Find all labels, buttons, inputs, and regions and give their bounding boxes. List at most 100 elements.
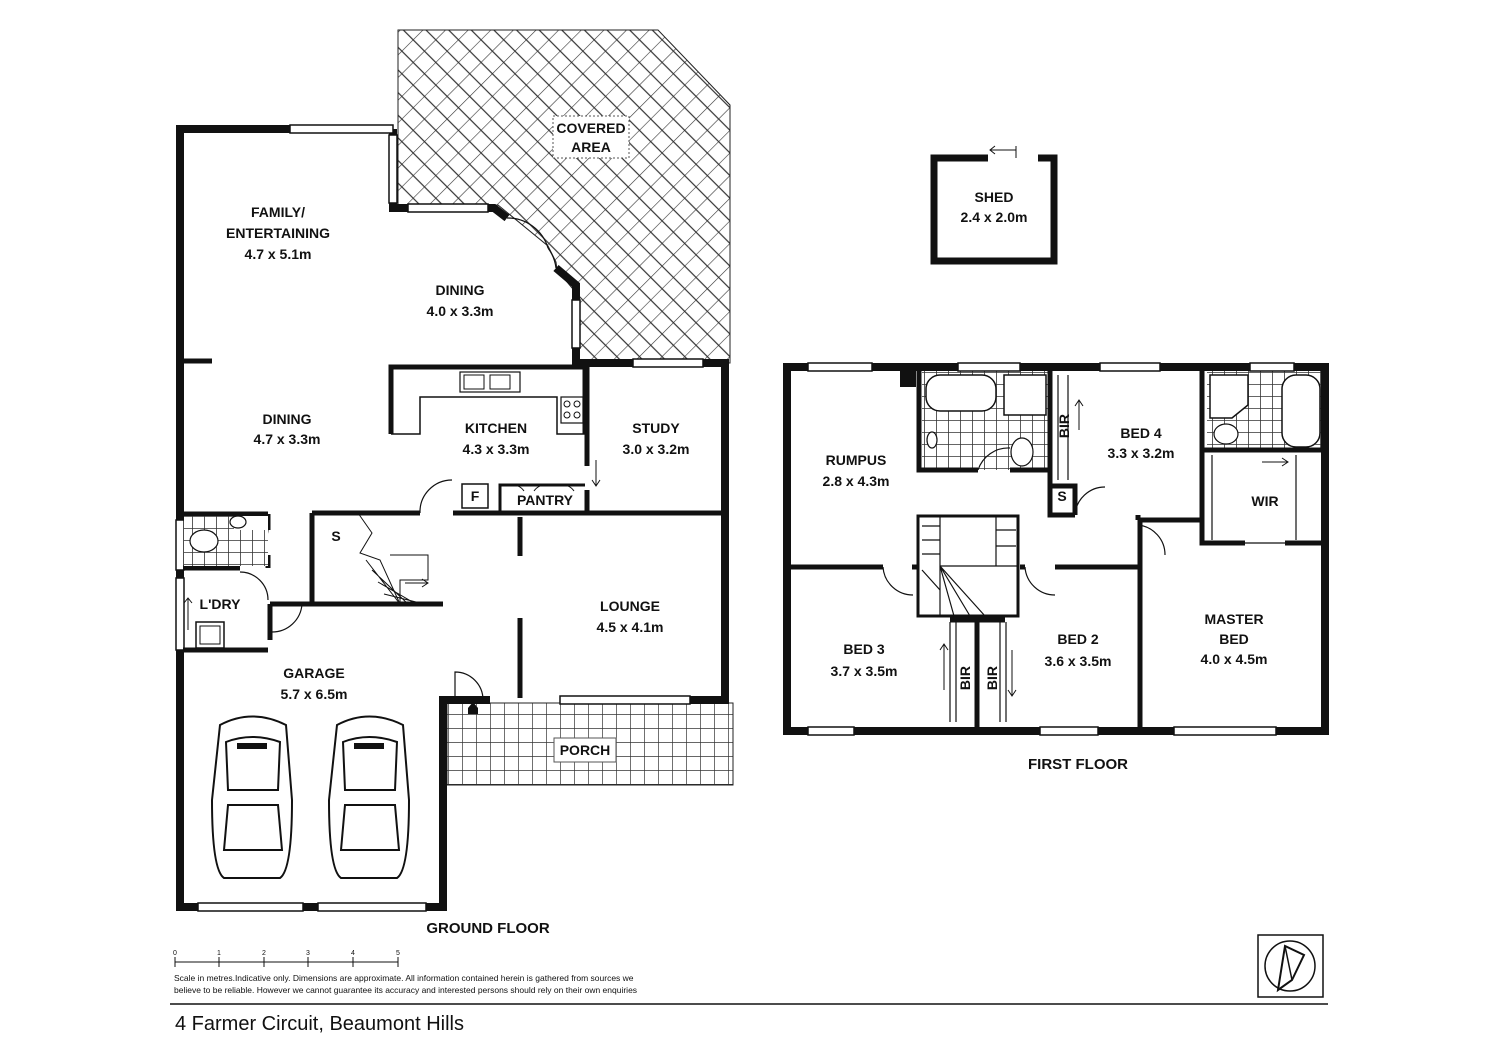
shed-door-slide-icon: [989, 145, 1017, 158]
bed3-dims: 3.7 x 3.5m: [831, 663, 898, 679]
scale-tick: 0: [173, 950, 177, 957]
column: [900, 369, 916, 387]
scale-tick: 3: [306, 950, 310, 957]
cooktop-icon: [560, 396, 584, 424]
slide-arrow-icon: [1262, 457, 1289, 467]
study-label: STUDY: [632, 420, 680, 436]
storage-label: S: [1057, 488, 1066, 504]
porch-label-box: [553, 737, 617, 763]
dining-upper-label: DINING: [436, 282, 485, 298]
bir-label: BIR: [957, 666, 973, 690]
shed-label: SHED: [975, 189, 1014, 205]
fridge-box: [461, 483, 489, 509]
scale-tick: 2: [262, 950, 266, 957]
door-swing: [271, 603, 303, 633]
storage-label: S: [331, 528, 340, 544]
family-room-dims: 4.7 x 5.1m: [245, 246, 312, 262]
toilet-icon: [1213, 423, 1239, 445]
sink-icon: [459, 371, 521, 393]
first-doors: [882, 447, 1285, 596]
rumpus-label: RUMPUS: [826, 452, 887, 468]
lounge-dims: 4.5 x 4.1m: [597, 619, 664, 635]
car-icon: [327, 715, 411, 879]
pantry-doors: [509, 484, 575, 492]
dining-lower-dims: 4.7 x 3.3m: [254, 431, 321, 447]
slide-arrow-icon: [183, 597, 193, 630]
door-swing: [419, 479, 453, 514]
bir-label: BIR: [984, 666, 1000, 690]
entry-marker-icon: [468, 702, 478, 714]
bed2-label: BED 2: [1057, 631, 1098, 647]
ground-interior-walls: [183, 358, 723, 698]
shower-icon: [1003, 374, 1047, 416]
dining-upper-dims: 4.0 x 3.3m: [427, 303, 494, 319]
scale-tick: 1: [217, 950, 221, 957]
basin-icon: [926, 431, 938, 449]
ground-windows: [175, 124, 704, 912]
covered-area-label: COVERED: [556, 120, 625, 136]
entry-door: [454, 671, 484, 701]
first-floor: RUMPUS 2.8 x 4.3m BED 4 3.3 x 3.2m WIR B…: [783, 362, 1329, 773]
toilet-icon: [189, 529, 219, 553]
disclaimer-line: believe to be reliable. However we canno…: [174, 985, 637, 995]
slide-arrow-icon: [1074, 399, 1084, 430]
wir-label: WIR: [1251, 493, 1278, 509]
master-bed-dims: 4.0 x 4.5m: [1201, 651, 1268, 667]
north-arrow-icon: [1257, 934, 1324, 998]
bir-label: BIR: [1056, 414, 1072, 438]
first-windows: [807, 362, 1295, 736]
first-interior-walls: [789, 369, 1323, 729]
slide-arrow-icon: [1007, 650, 1017, 697]
slide-arrow-icon: [591, 460, 601, 487]
pantry-wall: [498, 483, 585, 513]
bed4-dims: 3.3 x 3.2m: [1108, 445, 1175, 461]
ground-floor-title: GROUND FLOOR: [426, 920, 549, 937]
family-room-label: FAMILY/: [251, 204, 305, 220]
scale-bar: 0 1 2 3 4 5: [173, 950, 400, 967]
bed4-label: BED 4: [1120, 425, 1161, 441]
basin-icon: [229, 515, 247, 529]
door-swing: [547, 247, 557, 269]
scale-tick: 4: [351, 950, 355, 957]
rumpus-dims: 2.8 x 4.3m: [823, 473, 890, 489]
wardrobes: [949, 375, 1297, 722]
shed: SHED 2.4 x 2.0m: [930, 145, 1058, 265]
ground-floor: COVERED AREA PORCH: [175, 29, 734, 937]
fridge-label: F: [471, 488, 480, 504]
garage-dims: 5.7 x 6.5m: [281, 686, 348, 702]
stairs-first: [916, 514, 1020, 618]
master-bed-label: MASTER: [1204, 611, 1263, 627]
laundry-label: L'DRY: [200, 596, 242, 612]
toilet-icon: [1010, 437, 1034, 467]
first-floor-title: FIRST FLOOR: [1028, 756, 1128, 773]
study-dims: 3.0 x 3.2m: [623, 441, 690, 457]
covered-area-label-2: AREA: [571, 139, 611, 155]
slide-arrow-icon: [939, 643, 949, 690]
stairs-ground: [357, 512, 429, 605]
scale-tick: 5: [396, 950, 400, 957]
door-swing: [239, 571, 269, 601]
garage-label: GARAGE: [283, 665, 344, 681]
master-bed-label-2: BED: [1219, 631, 1249, 647]
car-icon: [210, 715, 294, 879]
shower-icon: [1209, 374, 1249, 419]
pantry-label: PANTRY: [517, 492, 574, 508]
porch-label: PORCH: [560, 742, 611, 758]
lounge-label: LOUNGE: [600, 598, 660, 614]
kitchen-bench: [391, 396, 585, 435]
door-swing: [506, 217, 549, 249]
family-room-label-2: ENTERTAINING: [226, 225, 330, 241]
bath-icon: [1281, 374, 1321, 448]
property-address: 4 Farmer Circuit, Beaumont Hills: [175, 1013, 464, 1035]
disclaimer-line: Scale in metres.Indicative only. Dimensi…: [174, 973, 634, 983]
bed3-label: BED 3: [843, 641, 884, 657]
shed-dims: 2.4 x 2.0m: [961, 209, 1028, 225]
bed2-dims: 3.6 x 3.5m: [1045, 653, 1112, 669]
covered-area-label-box: [552, 115, 630, 159]
kitchen-label: KITCHEN: [465, 420, 527, 436]
stair-arrow-icon: [405, 578, 429, 588]
bath-icon: [925, 374, 997, 412]
dining-lower-label: DINING: [263, 411, 312, 427]
kitchen-dims: 4.3 x 3.3m: [463, 441, 530, 457]
